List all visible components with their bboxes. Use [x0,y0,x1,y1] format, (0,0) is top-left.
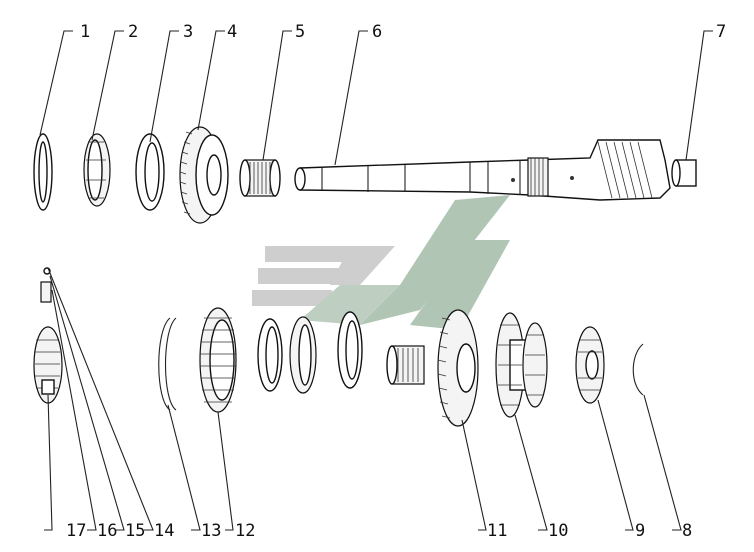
callout-9: 9 [635,521,645,541]
watermark-logo [252,195,510,330]
part-17-sleeve [33,326,63,404]
part-1-snap-ring [33,133,53,211]
leader-lines [39,30,713,531]
callout-2: 2 [128,22,138,42]
part-8-snap-ring [632,343,644,396]
part-10-double-gear [495,312,548,418]
callout-3: 3 [183,22,193,42]
callout-16: 16 [97,521,117,541]
part-12-synchronizer-hub [199,307,237,413]
part-15-spring [40,281,52,303]
callout-14: 14 [154,521,174,541]
ring-set-middle [257,311,363,394]
needle-bearing-lower [386,345,425,385]
part-6-main-shaft [294,139,671,201]
callout-8: 8 [682,521,692,541]
callout-4: 4 [227,22,237,42]
callout-7: 7 [716,22,726,42]
part-5-needle-bearing [239,159,281,197]
part-3-cone-ring [135,133,165,211]
callout-6: 6 [372,22,382,42]
part-9-gear [575,326,605,404]
part-7-bushing [671,159,697,187]
callout-17: 17 [66,521,86,541]
part-13-snap-ring [158,317,177,411]
part-4-gear [179,126,229,224]
part-11-gear [437,309,479,427]
part-2-synchronizer-ring [83,133,111,207]
callout-labels: 1 2 3 4 5 6 7 8 9 10 11 12 13 14 15 16 1… [66,22,726,541]
callout-15: 15 [125,521,145,541]
callout-5: 5 [295,22,305,42]
callout-13: 13 [201,521,221,541]
callout-10: 10 [548,521,568,541]
callout-11: 11 [487,521,507,541]
callout-1: 1 [80,22,90,42]
callout-12: 12 [235,521,255,541]
